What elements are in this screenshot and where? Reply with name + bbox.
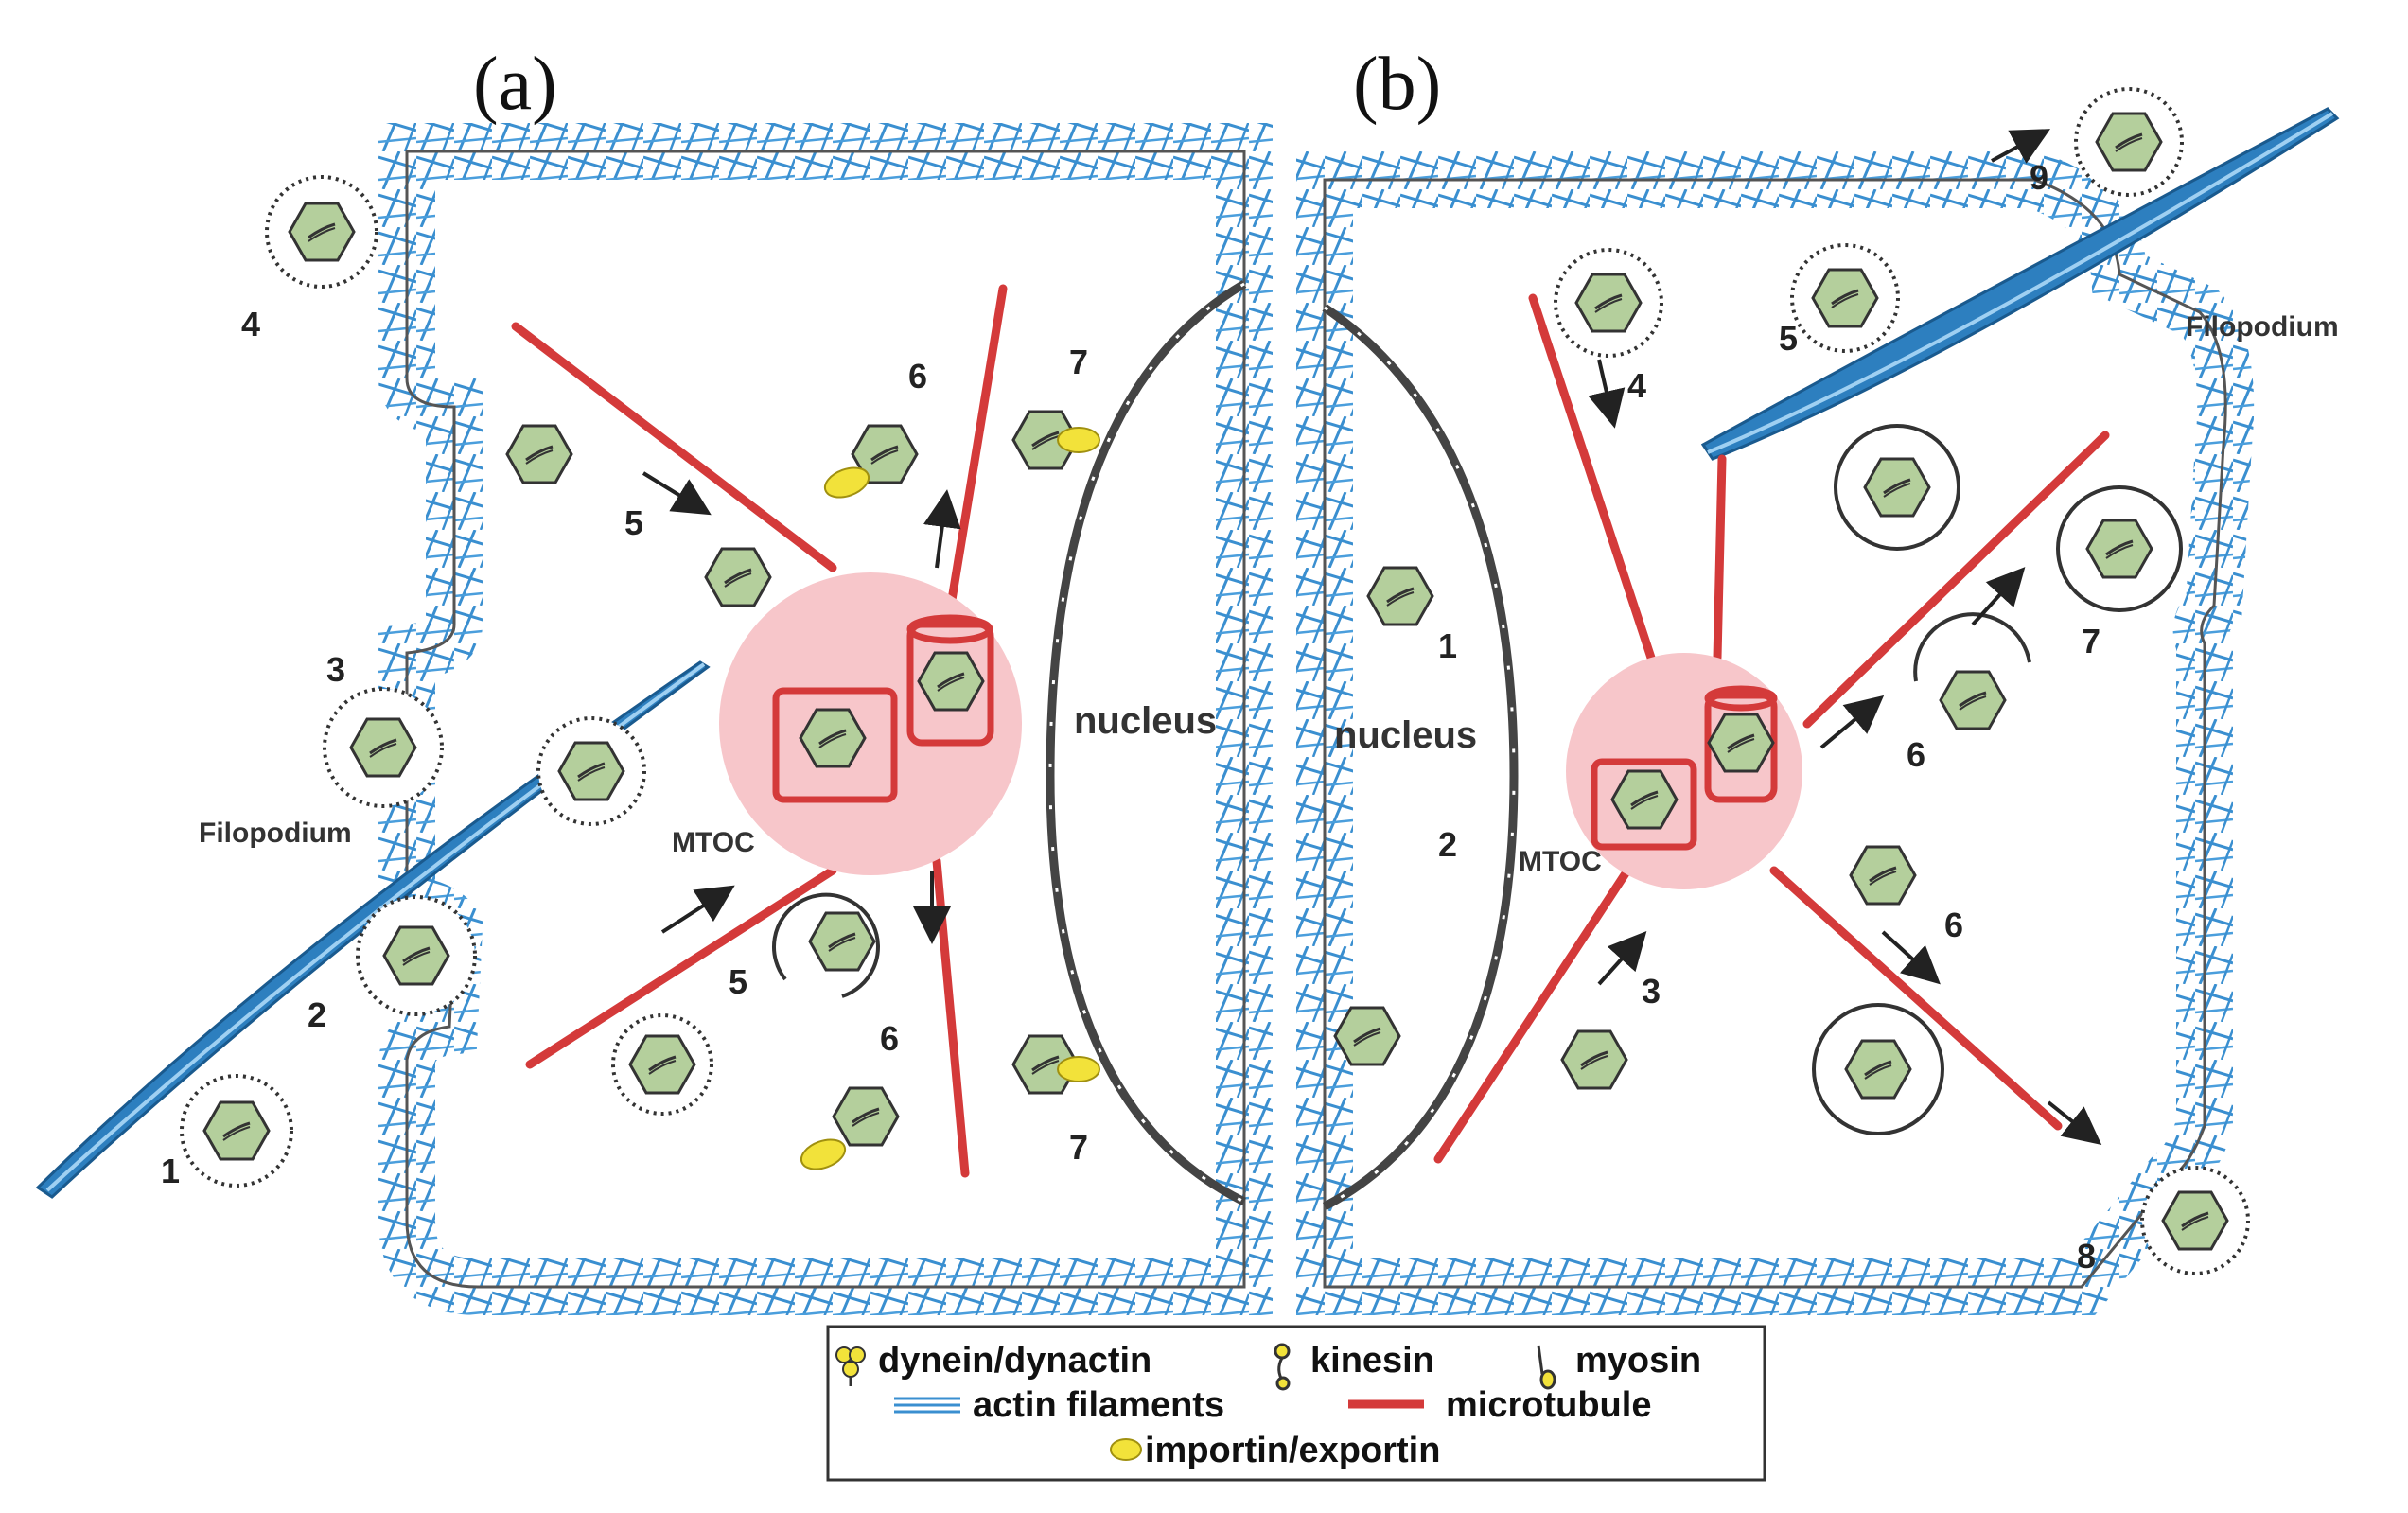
panel-b-title: (b)	[1353, 43, 1441, 126]
panel-a-title: (a)	[473, 43, 557, 126]
panel-b-step: 5	[1779, 319, 1798, 358]
panel-a-filopodium	[35, 660, 711, 1199]
panel-a-step: 4	[241, 305, 260, 343]
panel-a-step: 7	[1069, 343, 1088, 381]
panel-b-step: 1	[1438, 626, 1457, 665]
panel-b-step: 3	[1642, 972, 1661, 1011]
legend-dynein-icon	[835, 1346, 866, 1386]
panel-a-step: 5	[729, 962, 747, 1001]
panel-b-step: 7	[2082, 622, 2100, 660]
panel-b-nucleus-envelope	[1322, 304, 1519, 1210]
panel-a: (a) nucleus Filopodium MTOC	[35, 43, 1273, 1315]
panel-a-filopodium-label: Filopodium	[199, 818, 352, 849]
panel-b-filopodium-label: Filopodium	[2186, 311, 2339, 343]
panel-b-step: 2	[1438, 825, 1457, 864]
panel-a-arrows	[642, 471, 961, 944]
panel-b-centrioles	[1591, 685, 1778, 851]
panel-a-mtoc-label: MTOC	[672, 827, 755, 858]
legend-actin-icon	[894, 1397, 960, 1414]
panel-a-virions	[180, 175, 1080, 1188]
panel-a-importins	[800, 427, 1100, 1170]
panel-b-step: 6	[1944, 906, 1963, 944]
panel-a-step: 5	[624, 503, 643, 542]
panel-b-step-numbers: 1 2 3 4 5 6 6 7 8 9	[1438, 158, 2100, 1275]
panel-a-step: 6	[880, 1019, 899, 1058]
panel-b: (b) nucleus Filopodium MTOC	[1296, 43, 2340, 1315]
panel-a-step: 1	[161, 1152, 180, 1190]
legend: dynein/dynactin kinesin myosin actin fil…	[826, 1325, 1766, 1482]
legend-myosin-icon	[1537, 1345, 1556, 1390]
legend-box	[826, 1325, 1766, 1482]
panel-a-step: 7	[1069, 1128, 1088, 1167]
panel-b-nucleus-label: nucleus	[1334, 714, 1477, 756]
legend-dynein-label: dynein/dynactin	[878, 1341, 1151, 1381]
legend-myosin-label: myosin	[1575, 1341, 1701, 1381]
panel-b-step: 8	[2077, 1237, 2096, 1275]
panel-b-arrows	[1588, 129, 2102, 1145]
legend-kinesin-label: kinesin	[1310, 1341, 1434, 1381]
panel-b-step: 9	[2030, 158, 2048, 197]
panel-a-step-numbers: 1 2 3 4 5 5 6 6 7 7	[161, 305, 1088, 1190]
panel-b-mtoc	[1566, 653, 1802, 889]
legend-microtubule-label: microtubule	[1446, 1385, 1651, 1425]
panel-b-virions	[1333, 87, 2250, 1275]
panel-b-filopodium	[1700, 107, 2340, 461]
legend-importin-label: importin/exportin	[1145, 1431, 1440, 1470]
panel-a-step: 6	[908, 357, 927, 396]
panel-b-membrane	[1323, 178, 2227, 1289]
panel-a-nucleus-envelope	[1046, 280, 1247, 1206]
legend-importin-icon	[1110, 1438, 1142, 1461]
panel-a-nucleus-label: nucleus	[1074, 700, 1217, 742]
panel-b-step: 6	[1907, 735, 1925, 774]
panel-b-step: 4	[1627, 366, 1646, 405]
panel-b-microtubules	[1433, 293, 2110, 1164]
legend-actin-label: actin filaments	[973, 1385, 1224, 1425]
legend-kinesin-icon	[1274, 1343, 1291, 1391]
panel-a-centrioles	[772, 614, 994, 803]
panel-b-mtoc-label: MTOC	[1519, 846, 1602, 877]
panel-a-step: 2	[308, 995, 326, 1034]
panel-a-step: 3	[326, 650, 345, 689]
